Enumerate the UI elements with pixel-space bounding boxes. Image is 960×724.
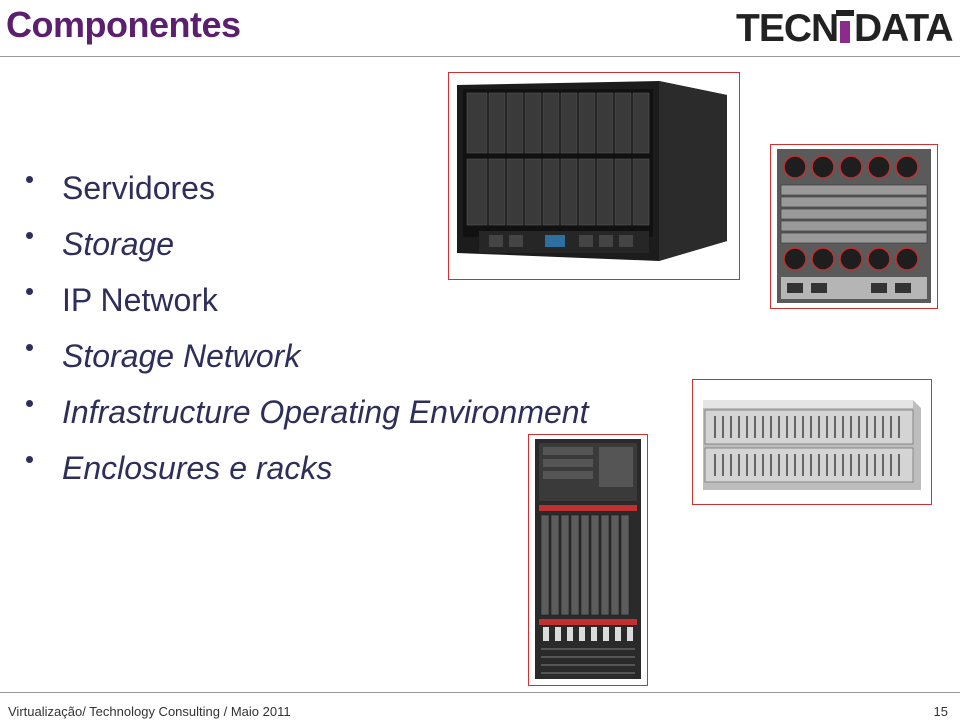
storage-array-photo — [692, 379, 932, 505]
page-number: 15 — [933, 704, 948, 719]
svg-text:TECN: TECN — [736, 8, 838, 46]
svg-text:DATA: DATA — [854, 8, 953, 46]
footer-caption: Virtualização/ Technology Consulting / M… — [8, 704, 291, 719]
bullet-icon — [26, 176, 33, 183]
network-chassis-photo — [528, 434, 648, 686]
footer-divider — [0, 692, 960, 693]
bullet-icon — [26, 344, 33, 351]
bullet-icon — [26, 232, 33, 239]
header-divider — [0, 56, 960, 57]
tecnidata-logo: TECN DATA — [736, 8, 954, 46]
bullet-icon — [26, 288, 33, 295]
bullet-icon — [26, 400, 33, 407]
blade-enclosure-photo — [448, 72, 740, 280]
slide-title: Componentes — [6, 4, 241, 45]
bullet-icon — [26, 456, 33, 463]
enclosure-rear-photo — [770, 144, 938, 309]
